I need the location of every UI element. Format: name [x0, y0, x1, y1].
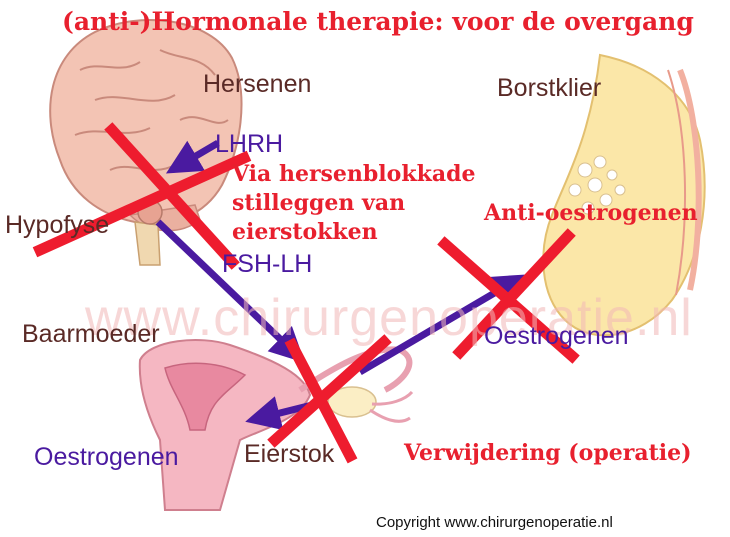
copyright-notice: Copyright www.chirurgenoperatie.nl — [376, 514, 613, 531]
annotation-hersenblokkade: Via hersenblokkade stilleggen van eierst… — [232, 160, 475, 247]
label-lhrh: LHRH — [215, 130, 283, 159]
annotation-verwijdering: Verwijdering (operatie) — [404, 440, 692, 466]
annotation-hersenblokkade-line-3: eierstokken — [232, 218, 475, 247]
label-oestrogenen-left: Oestrogenen — [34, 443, 179, 472]
label-eierstok: Eierstok — [244, 440, 334, 469]
label-hersenen: Hersenen — [203, 70, 311, 99]
label-borstklier: Borstklier — [497, 74, 601, 103]
page-title: (anti-)Hormonale therapie: voor de overg… — [62, 7, 694, 36]
annotation-hersenblokkade-line-2: stilleggen van — [232, 189, 475, 218]
label-hypofyse: Hypofyse — [5, 211, 109, 240]
label-oestrogenen-right: Oestrogenen — [484, 322, 629, 351]
annotation-anti-oestrogenen: Anti-oestrogenen — [484, 200, 698, 226]
label-baarmoeder: Baarmoeder — [22, 320, 160, 349]
label-fsh-lh: FSH-LH — [222, 250, 312, 279]
annotation-hersenblokkade-line-1: Via hersenblokkade — [232, 160, 475, 189]
